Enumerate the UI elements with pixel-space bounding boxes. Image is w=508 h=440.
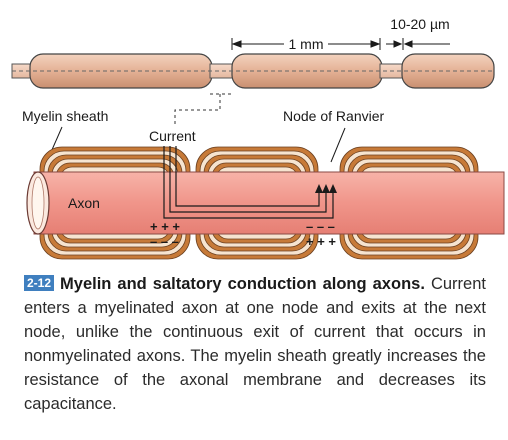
zoom-bracket (174, 93, 232, 124)
charge-right-top: – – – (306, 219, 335, 234)
charge-right-bottom: + + + (306, 234, 336, 249)
axon-cut-inner (31, 176, 45, 230)
axon-label: Axon (68, 195, 100, 211)
node-of-ranvier-label: Node of Ranvier (283, 108, 385, 124)
overview-fiber (11, 53, 495, 89)
charge-left-bottom: – – – (150, 234, 179, 249)
caption-body: Current enters a myelinated axon at one … (24, 275, 486, 413)
arrowhead (322, 184, 330, 193)
charge-left-top: + + + (150, 219, 180, 234)
current-arrowheads (315, 184, 337, 193)
axon-body (33, 171, 505, 235)
figure-number-badge: 2-12 (24, 275, 55, 291)
current-label: Current (149, 128, 196, 144)
figure-caption: 2-12 Myelin and saltatory conduction alon… (24, 272, 486, 416)
myelinated-axon-diagram: 1 mm 10-20 µm Myelin sheath Node of Ranv… (11, 16, 505, 260)
scale-node-gap (386, 38, 450, 50)
scale-internode (231, 38, 381, 50)
node-of-ranvier-pointer (330, 127, 346, 163)
arrowhead (329, 184, 337, 193)
myelin-sheath-label: Myelin sheath (22, 108, 108, 124)
figure-title: Myelin and saltatory conduction along ax… (60, 275, 425, 293)
scale-node-gap-label: 10-20 µm (390, 16, 449, 32)
arrowhead (315, 184, 323, 193)
current-flow (163, 146, 334, 219)
scale-internode-label: 1 mm (289, 36, 324, 52)
